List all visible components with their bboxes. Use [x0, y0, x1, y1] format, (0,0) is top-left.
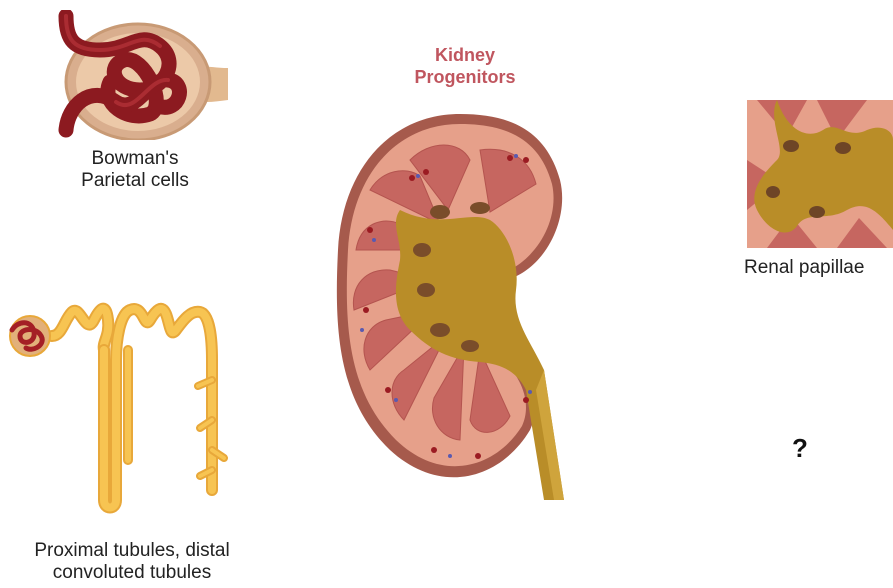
bowman-label-line2: Parietal cells: [40, 170, 230, 192]
tubule-paths: [52, 309, 224, 508]
tubules-label-line2: convoluted tubules: [0, 562, 264, 584]
unknown-question-mark: ?: [792, 433, 808, 464]
tubules-label-line1: Proximal tubules, distal: [0, 540, 264, 562]
bowmans-capsule-illustration: [40, 10, 240, 140]
kidney-progenitors-title: Kidney Progenitors: [380, 44, 550, 88]
bowman-label: Bowman's Parietal cells: [40, 148, 230, 192]
bowman-label-line1: Bowman's: [40, 148, 230, 170]
title-line2: Progenitors: [380, 66, 550, 88]
title-line1: Kidney: [380, 44, 550, 66]
kidney-cross-section: [330, 100, 590, 520]
nephron-tubules-illustration: [4, 290, 236, 520]
renal-papillae-illustration: [747, 100, 893, 248]
renal-papillae-label: Renal papillae: [744, 257, 893, 279]
tubules-label: Proximal tubules, distal convoluted tubu…: [0, 540, 264, 584]
